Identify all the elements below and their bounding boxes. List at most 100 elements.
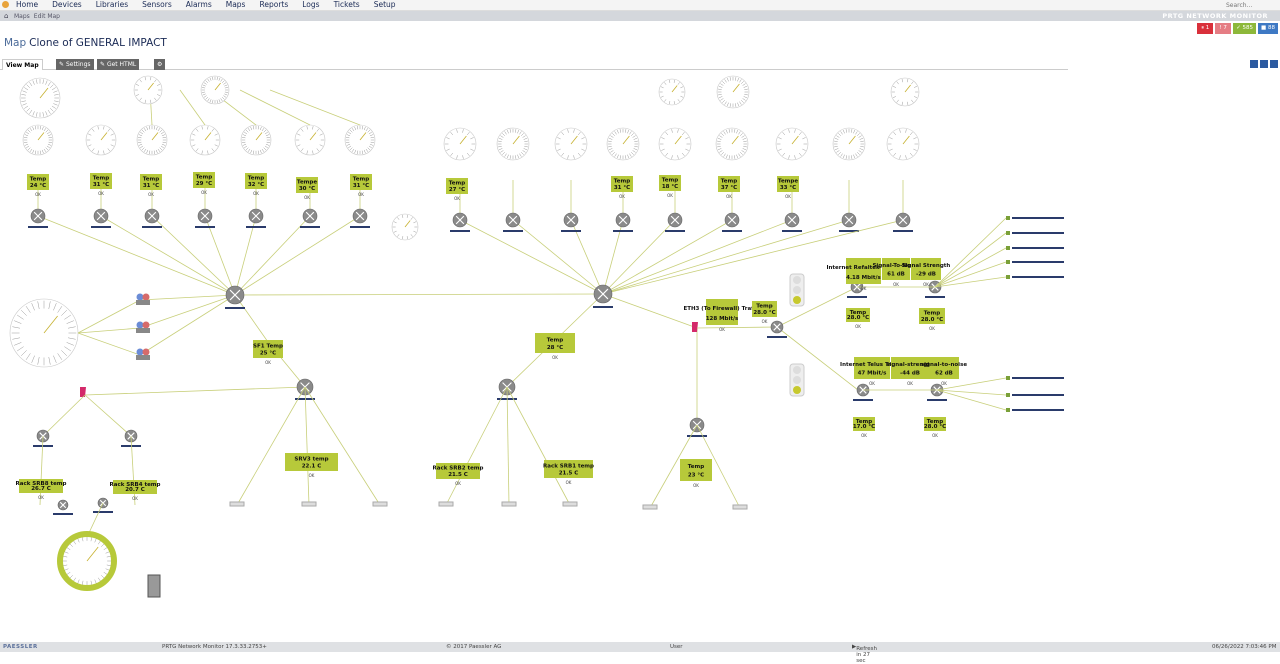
temp-sensor[interactable] — [350, 174, 372, 190]
menu-libraries[interactable]: Libraries — [95, 0, 129, 9]
rack-srb8-temp-sensor[interactable] — [19, 479, 63, 493]
sensor-label: Temp — [721, 179, 737, 185]
badge-up[interactable]: ✓ 585 — [1233, 23, 1257, 34]
status-badges: ⏸ 1 ! 7 ✓ 585 ■ 88 — [1197, 23, 1278, 34]
footer-refresh[interactable]: ▶ Refresh in 27 sec — [852, 644, 878, 664]
rack-srb2-temp-sensor[interactable] — [436, 463, 480, 479]
temp-sensor[interactable] — [919, 308, 945, 324]
gauge-tick — [446, 137, 450, 140]
telus-traffic-sensor[interactable] — [854, 357, 890, 379]
temp-sensor[interactable] — [245, 173, 267, 189]
sensor-status-icon[interactable] — [1006, 231, 1010, 235]
gauge-tick — [149, 99, 152, 104]
menu-sensors[interactable]: Sensors — [142, 0, 172, 9]
user-group-icon[interactable] — [136, 321, 144, 329]
sensor-status-icon[interactable] — [1006, 408, 1010, 412]
temp-sensor[interactable] — [27, 174, 49, 190]
srv3-temp-sensor[interactable] — [285, 453, 338, 471]
user-group-icon[interactable] — [136, 348, 144, 356]
endpoint-device[interactable] — [732, 504, 748, 510]
gauge-tick — [137, 136, 142, 139]
popout-icon[interactable] — [1270, 60, 1278, 68]
gauge-tick — [351, 148, 355, 152]
badge-warning[interactable]: ! 7 — [1215, 23, 1232, 34]
firewall-icon[interactable] — [692, 322, 698, 332]
gauge-tick — [216, 76, 218, 81]
endpoint-device[interactable] — [229, 501, 245, 507]
fullscreen-icon[interactable] — [1250, 60, 1258, 68]
endpoint-device[interactable] — [372, 501, 388, 507]
temp-sensor[interactable] — [777, 176, 799, 192]
firewall-icon[interactable] — [80, 387, 86, 397]
breadcrumb-maps[interactable]: Maps — [14, 13, 30, 20]
gauge-tick — [48, 141, 53, 144]
connection-line — [234, 293, 604, 296]
temp-sensor[interactable] — [752, 301, 777, 317]
menu-devices[interactable]: Devices — [52, 0, 82, 9]
temp-sensor[interactable] — [853, 417, 875, 431]
sensor-status-icon[interactable] — [1006, 275, 1010, 279]
endpoint-device[interactable] — [501, 501, 517, 507]
menu-tickets[interactable]: Tickets — [333, 0, 360, 9]
temp-sensor[interactable] — [680, 459, 712, 481]
temp-sensor[interactable] — [296, 177, 318, 193]
temp-sensor[interactable] — [611, 176, 633, 192]
server-icon[interactable] — [147, 574, 161, 598]
breadcrumb-edit-map[interactable]: Edit Map — [33, 13, 60, 20]
endpoint-device[interactable] — [562, 501, 578, 507]
temp-sensor[interactable] — [659, 175, 681, 191]
footer-user[interactable]: User — [670, 644, 683, 650]
menu-reports[interactable]: Reports — [259, 0, 289, 9]
menu-alarms[interactable]: Alarms — [185, 0, 212, 9]
menu-maps[interactable]: Maps — [225, 0, 246, 9]
sensor-status-icon[interactable] — [1006, 376, 1010, 380]
sf1-temp-sensor[interactable] — [253, 340, 283, 358]
sensor-status-icon[interactable] — [1006, 246, 1010, 250]
signal-to-noise-sensor[interactable] — [929, 357, 959, 379]
refaltek-traffic-sensor[interactable] — [846, 258, 881, 284]
temp-sensor[interactable] — [535, 333, 575, 353]
signal-strength-sensor[interactable] — [911, 258, 941, 280]
prtg-logo-icon[interactable] — [2, 1, 9, 8]
temp-sensor[interactable] — [846, 308, 870, 322]
badge-down[interactable]: ⏸ 1 — [1197, 23, 1214, 34]
tab-options-gear[interactable]: ⚙ — [154, 59, 166, 70]
search-input[interactable] — [1226, 1, 1270, 9]
gauge-tick — [743, 96, 748, 99]
temp-sensor[interactable] — [90, 173, 112, 189]
gauge-tick — [25, 306, 31, 313]
temp-sensor[interactable] — [140, 174, 162, 190]
menu-logs[interactable]: Logs — [302, 0, 320, 9]
signal-to-noise-sensor[interactable] — [882, 258, 910, 280]
tab-view-map[interactable]: View Map — [2, 59, 43, 70]
menu-setup[interactable]: Setup — [373, 0, 396, 9]
temp-sensor[interactable] — [718, 176, 740, 192]
temp-sensor[interactable] — [446, 178, 468, 194]
tab-get-html[interactable]: ✎ Get HTML — [97, 59, 140, 70]
endpoint-device[interactable] — [642, 504, 658, 510]
gauge-tick — [913, 96, 918, 98]
rack-srb4-temp-sensor[interactable] — [113, 480, 157, 494]
signal-strength-sensor[interactable] — [891, 357, 929, 379]
endpoint-device[interactable] — [438, 501, 454, 507]
gauge-tick — [159, 129, 163, 133]
gauge-tick — [261, 128, 265, 132]
gauge-tick — [717, 140, 721, 142]
sensor-label: Temp — [196, 175, 212, 181]
gauge-tick — [91, 128, 95, 132]
rack-srb1-temp-sensor[interactable] — [544, 460, 593, 478]
temp-sensor[interactable] — [193, 172, 215, 188]
temp-sensor[interactable] — [924, 417, 946, 431]
user-group-icon[interactable] — [136, 293, 144, 301]
eth3-traffic-sensor[interactable] — [706, 299, 738, 325]
badge-paused[interactable]: ■ 88 — [1258, 23, 1278, 34]
endpoint-device[interactable] — [301, 501, 317, 507]
sensor-status-icon[interactable] — [1006, 260, 1010, 264]
window-icon[interactable] — [1260, 60, 1268, 68]
sensor-status-icon[interactable] — [1006, 393, 1010, 397]
menu-home[interactable]: Home — [16, 0, 39, 9]
tab-settings[interactable]: ✎ Settings — [56, 59, 94, 70]
gauge-tick — [836, 150, 840, 153]
sensor-status-icon[interactable] — [1006, 216, 1010, 220]
home-icon[interactable]: ⌂ — [4, 12, 9, 20]
